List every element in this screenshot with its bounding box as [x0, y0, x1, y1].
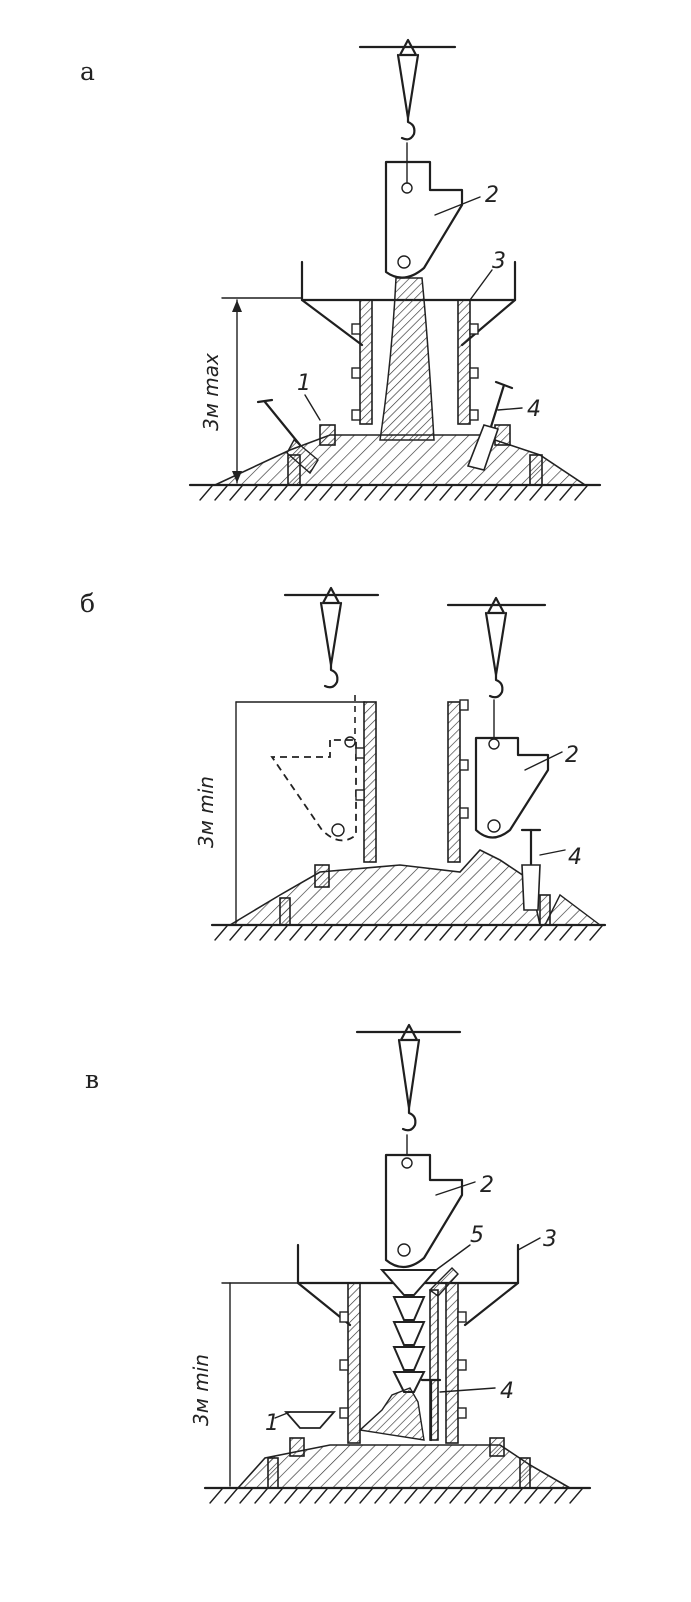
wall-bolts [355, 699, 469, 819]
panel-b-letter: б [80, 589, 95, 618]
height-label: 3м min [194, 776, 218, 848]
formwork-wall-left [347, 1282, 361, 1444]
ground-line [188, 483, 602, 501]
concrete-bucket [384, 1134, 464, 1269]
height-dimension [235, 701, 366, 924]
vibrator-left [256, 398, 319, 475]
chute-funnel [379, 1269, 439, 1393]
panel-a: а [80, 38, 602, 501]
height-dimension [221, 1282, 299, 1487]
vibrator-right [466, 380, 514, 471]
formwork-wall-right [445, 1282, 459, 1444]
svg-text:1: 1 [265, 1411, 279, 1436]
formwork-wall-right [447, 701, 461, 863]
crane-hook-right [446, 596, 547, 699]
svg-text:3: 3 [543, 1227, 557, 1252]
crane-hook [355, 1023, 462, 1132]
panel-a-letter: а [80, 57, 95, 86]
crane-hook [358, 38, 457, 141]
ground-line [210, 923, 607, 941]
wall-bolts [339, 1311, 467, 1419]
svg-text:5: 5 [470, 1223, 484, 1248]
height-label: 3м max [199, 353, 223, 431]
wall-bolts [351, 323, 479, 421]
callouts: 2 3 1 4 [297, 183, 541, 422]
svg-text:4: 4 [527, 397, 541, 422]
concrete-bucket [384, 142, 464, 279]
svg-text:4: 4 [568, 845, 582, 870]
panel-c: в [85, 1023, 592, 1504]
concrete-mound [227, 849, 541, 926]
formwork-wall-right [457, 299, 471, 425]
svg-text:2: 2 [485, 183, 499, 208]
formwork-wall-left [359, 299, 373, 425]
bucket-previous-position [270, 695, 357, 842]
callouts: 2 4 [524, 743, 582, 870]
callouts: 2 5 3 4 1 [265, 1173, 557, 1436]
height-label: 3м min [189, 1354, 213, 1426]
panel-b: б [80, 586, 607, 941]
svg-text:4: 4 [500, 1379, 514, 1404]
svg-text:1: 1 [297, 371, 311, 396]
crane-hook-left [283, 586, 380, 689]
svg-text:2: 2 [480, 1173, 494, 1198]
panel-c-letter: в [85, 1065, 99, 1094]
height-dimension [221, 297, 303, 484]
vibrator [420, 1378, 442, 1442]
formwork-wall-left [363, 701, 377, 863]
concrete-bucket [474, 699, 550, 839]
side-funnel [284, 1411, 336, 1429]
concrete-stream [379, 277, 435, 441]
ground-line [203, 1486, 592, 1504]
vibrator [520, 828, 542, 911]
svg-text:2: 2 [565, 743, 579, 768]
svg-text:3: 3 [492, 249, 506, 274]
